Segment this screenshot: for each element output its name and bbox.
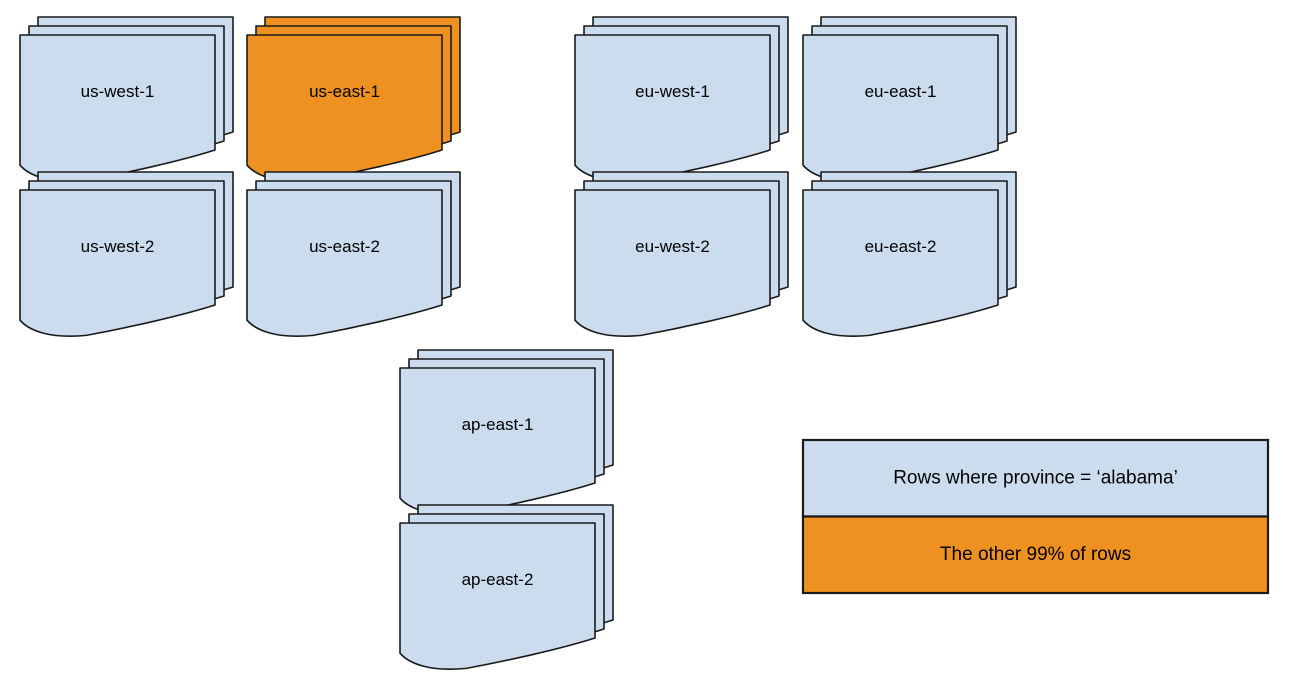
region-stack-ap-east-2[interactable]: ap-east-2 bbox=[399, 504, 614, 670]
region-stack-us-west-2[interactable]: us-west-2 bbox=[19, 171, 234, 337]
legend-swatch bbox=[801, 438, 1270, 518]
region-stack-us-east-1[interactable]: us-east-1 bbox=[246, 16, 461, 182]
region-stack-label: ap-east-2 bbox=[462, 570, 534, 589]
legend-label: Rows where province = ‘alabama’ bbox=[893, 467, 1178, 488]
region-stack-ap-east-1[interactable]: ap-east-1 bbox=[399, 349, 614, 515]
document-sheet-front bbox=[802, 34, 999, 182]
document-sheet-front bbox=[399, 367, 596, 515]
region-stack-us-east-2[interactable]: us-east-2 bbox=[246, 171, 461, 337]
legend-label: The other 99% of rows bbox=[940, 544, 1131, 565]
region-stack-label: us-west-1 bbox=[81, 82, 155, 101]
region-stack-eu-east-2[interactable]: eu-east-2 bbox=[802, 171, 1017, 337]
document-sheet-front bbox=[802, 189, 999, 337]
region-stacks-group: us-west-1 us-east-1 eu-west-1 eu-east-1 us-w… bbox=[19, 16, 1017, 670]
region-stack-label: us-west-2 bbox=[81, 237, 155, 256]
document-sheet-front bbox=[574, 34, 771, 182]
region-stack-eu-west-1[interactable]: eu-west-1 bbox=[574, 16, 789, 182]
region-stack-label: ap-east-1 bbox=[462, 415, 534, 434]
document-sheet-front bbox=[19, 34, 216, 182]
region-stack-label: eu-west-1 bbox=[635, 82, 710, 101]
legend-row-other: The other 99% of rows bbox=[801, 515, 1270, 595]
region-stack-label: us-east-1 bbox=[309, 82, 380, 101]
region-stack-eu-east-1[interactable]: eu-east-1 bbox=[802, 16, 1017, 182]
region-stack-label: eu-east-2 bbox=[865, 237, 937, 256]
region-stack-label: eu-west-2 bbox=[635, 237, 710, 256]
legend-swatch bbox=[801, 515, 1270, 595]
region-stack-eu-west-2[interactable]: eu-west-2 bbox=[574, 171, 789, 337]
document-sheet-front bbox=[19, 189, 216, 337]
legend-group: Rows where province = ‘alabama’ The other… bbox=[801, 438, 1270, 595]
document-sheet-front bbox=[246, 189, 443, 337]
document-sheet-front bbox=[399, 522, 596, 670]
legend-row-alabama: Rows where province = ‘alabama’ bbox=[801, 438, 1270, 518]
document-sheet-front bbox=[246, 34, 443, 182]
region-stack-label: eu-east-1 bbox=[865, 82, 937, 101]
document-sheet-front bbox=[574, 189, 771, 337]
region-stack-label: us-east-2 bbox=[309, 237, 380, 256]
region-stack-us-west-1[interactable]: us-west-1 bbox=[19, 16, 234, 182]
